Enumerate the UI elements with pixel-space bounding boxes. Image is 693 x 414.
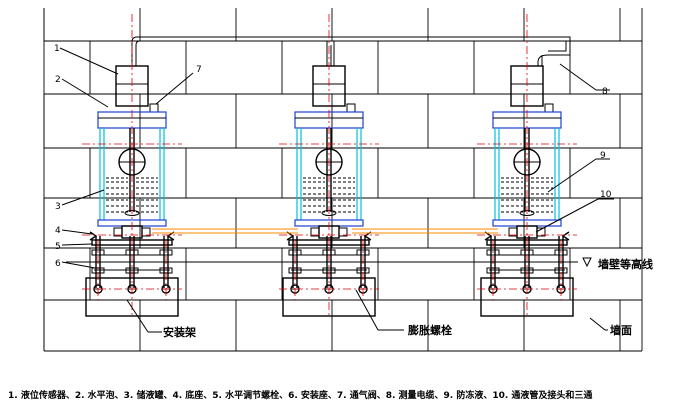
part-number-4: 4 bbox=[55, 226, 61, 236]
vent-valve bbox=[346, 103, 356, 113]
part-number-8: 8 bbox=[602, 87, 608, 97]
sensor-unit-1 bbox=[82, 14, 182, 318]
part-number-1: 1 bbox=[54, 44, 60, 54]
wall-level-line bbox=[66, 257, 592, 268]
sensor-unit-2 bbox=[279, 14, 379, 318]
parts-legend: 1. 液位传感器、2. 水平泡、3. 储液罐、4. 底座、5. 水平调节螺栓、6… bbox=[8, 389, 592, 401]
part-number-3: 3 bbox=[55, 202, 61, 212]
expansion-bolt-label: 膨胀螺栓 bbox=[407, 323, 452, 337]
measurement-cable bbox=[131, 36, 571, 66]
part-callouts: 1 2 7 3 4 5 6 8 9 10 bbox=[54, 44, 614, 269]
part-number-9: 9 bbox=[600, 151, 606, 161]
part-number-2: 2 bbox=[55, 75, 61, 85]
mounting-frame-label: 安装架 bbox=[163, 325, 196, 339]
wall-surface-label: 墙面 bbox=[610, 323, 632, 337]
part-number-7: 7 bbox=[196, 65, 202, 75]
part-number-6: 6 bbox=[55, 259, 61, 269]
part-number-5: 5 bbox=[55, 242, 61, 252]
diagram-labels: 墙壁等高线 安装架 膨胀螺栓 墙面 bbox=[126, 257, 653, 339]
part-number-10: 10 bbox=[600, 190, 612, 200]
wing-nut bbox=[89, 231, 98, 241]
vent-valve bbox=[149, 103, 159, 113]
sensor-unit-3 bbox=[477, 14, 577, 318]
vent-valve bbox=[544, 103, 554, 113]
wing-nut bbox=[561, 231, 570, 241]
brick-wall bbox=[43, 8, 643, 352]
liquid-pipe bbox=[152, 228, 498, 234]
wall-level-line-label: 墙壁等高线 bbox=[598, 257, 653, 271]
sensor-units bbox=[82, 14, 577, 318]
